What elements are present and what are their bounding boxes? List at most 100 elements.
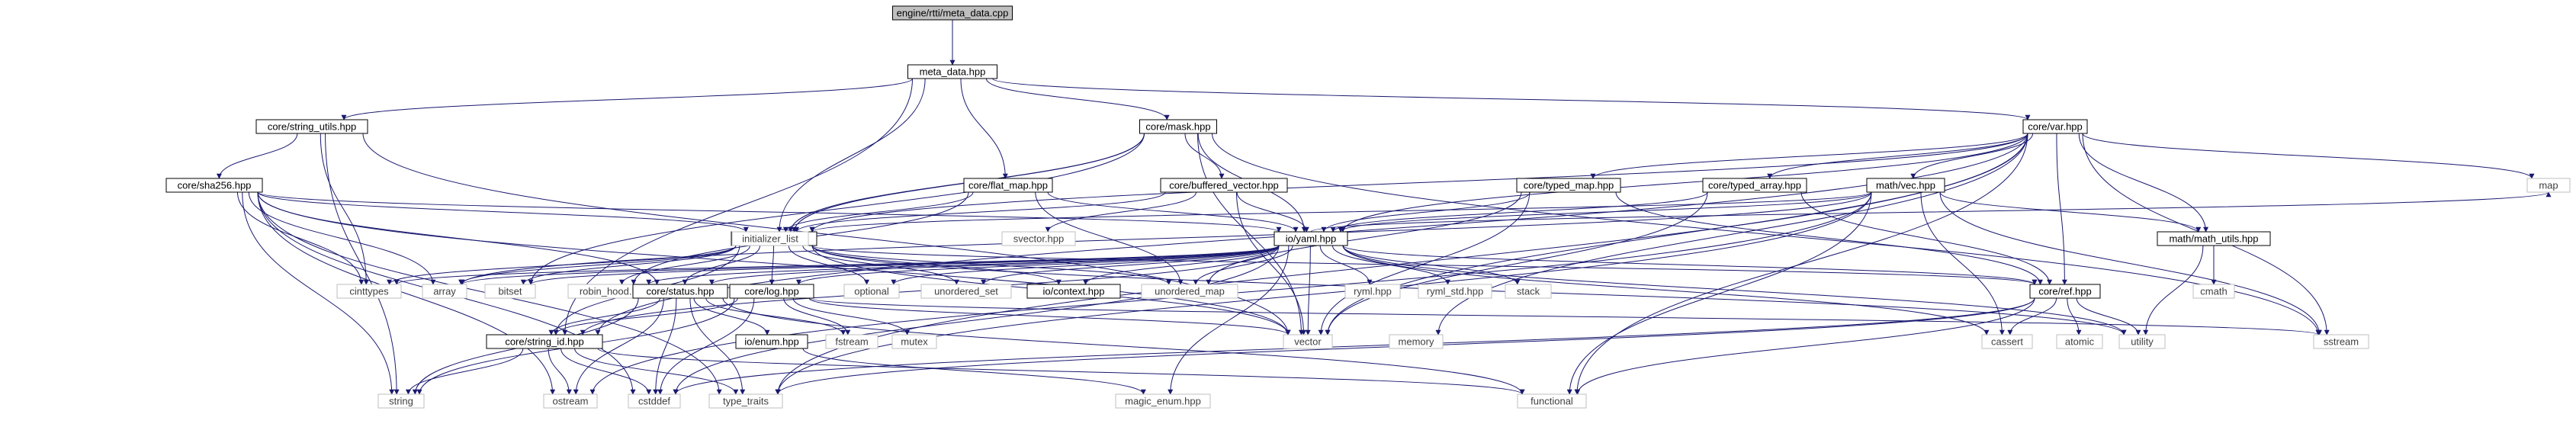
edge-flat_map-to-unordered_map bbox=[1035, 191, 1184, 285]
node-root[interactable]: engine/rtti/meta_data.cpp bbox=[892, 5, 1013, 21]
edge-mask-to-vector bbox=[1197, 133, 1304, 336]
edge-yaml-to-vector bbox=[1305, 245, 1311, 336]
node-box bbox=[628, 393, 681, 409]
edge-yaml-to-ryml_std bbox=[1331, 245, 1451, 285]
edge-arrow bbox=[981, 245, 1280, 285]
edge-arrow bbox=[597, 348, 1525, 395]
edge-arrow bbox=[1321, 191, 1531, 233]
edge-buffered_vector-to-archive bbox=[794, 191, 1166, 233]
edge-arrow bbox=[657, 297, 755, 395]
edge-string_id-to-functional bbox=[597, 348, 1525, 395]
node-enum[interactable]: io/enum.hpp bbox=[735, 334, 808, 349]
node-box bbox=[484, 284, 536, 299]
edge-arrow bbox=[548, 348, 572, 395]
edge-status-to-ostream bbox=[573, 297, 664, 395]
node-typed-array[interactable]: core/typed_array.hpp bbox=[1702, 178, 1807, 193]
edge-math_utils-to-utility bbox=[2143, 245, 2204, 336]
edge-buffered_vector-to-vector bbox=[1236, 191, 1306, 336]
node-box bbox=[892, 5, 1013, 21]
edge-arrow bbox=[1939, 191, 2202, 233]
node-context[interactable]: io/context.hpp bbox=[1026, 284, 1121, 299]
edge-arrow bbox=[1575, 297, 2035, 395]
edge-arrow bbox=[1435, 133, 2028, 336]
edge-var-to-typed_map bbox=[1590, 133, 2028, 179]
edge-var-to-archive bbox=[809, 133, 2028, 233]
node-ref[interactable]: core/ref.hpp bbox=[2029, 284, 2101, 299]
node-sha256[interactable]: core/sha256.hpp bbox=[165, 178, 263, 193]
node-math-utils[interactable]: math/math_utils.hpp bbox=[2157, 231, 2271, 246]
edge-arrow bbox=[257, 191, 556, 395]
node-log[interactable]: core/log.hpp bbox=[729, 284, 814, 299]
node-var[interactable]: core/var.hpp bbox=[2022, 119, 2088, 134]
node-box bbox=[1283, 334, 1333, 349]
edge-arrow bbox=[782, 191, 974, 233]
edge-mask-to-sstream bbox=[1212, 133, 2321, 336]
edge-arrow bbox=[236, 191, 365, 285]
node-label: optional bbox=[854, 286, 889, 297]
edge-arrow bbox=[574, 348, 739, 395]
node-status[interactable]: core/status.hpp bbox=[632, 284, 728, 299]
edge-arrow bbox=[619, 245, 750, 285]
edge-arrow bbox=[553, 297, 738, 336]
edge-arrow bbox=[1305, 245, 1311, 336]
edge-arrow bbox=[405, 348, 524, 395]
edge-arrow bbox=[1920, 191, 2005, 336]
edge-arrow bbox=[1083, 245, 1280, 285]
node-vec[interactable]: math/vec.hpp bbox=[1866, 178, 1945, 193]
node-label: core/mask.hpp bbox=[1145, 121, 1210, 133]
edge-yaml-to-status bbox=[709, 245, 1280, 285]
node-box bbox=[2157, 231, 2271, 246]
node-box bbox=[920, 284, 1012, 299]
node-label: core/buffered_vector.hpp bbox=[1169, 180, 1279, 191]
node-ryml: ryml.hpp bbox=[1344, 284, 1401, 299]
edge-arrow bbox=[1340, 133, 2028, 233]
edge-arrow bbox=[1342, 245, 2127, 336]
node-initializer-list: initializer_list bbox=[731, 231, 809, 246]
edge-archive-to-cinttypes bbox=[387, 245, 737, 285]
edge-status-to-type_traits bbox=[689, 297, 746, 395]
edge-arrow bbox=[1236, 191, 1309, 233]
edge-arrow bbox=[776, 78, 926, 233]
edge-yaml-to-context bbox=[1083, 245, 1280, 285]
edge-arrow bbox=[682, 245, 761, 285]
edge-meta_data-to-flat_map bbox=[960, 78, 1008, 179]
edge-arrow bbox=[960, 78, 1008, 179]
edge-string_utils-to-string bbox=[325, 133, 400, 395]
node-box bbox=[1517, 393, 1587, 409]
node-label: stack bbox=[1517, 286, 1540, 297]
node-typed-map[interactable]: core/typed_map.hpp bbox=[1516, 178, 1621, 193]
edge-sha256-to-cinttypes bbox=[236, 191, 365, 285]
node-buffered-vector[interactable]: core/buffered_vector.hpp bbox=[1160, 178, 1288, 193]
edge-status-to-fstream bbox=[705, 297, 846, 336]
node-sstream: sstream bbox=[2313, 334, 2369, 349]
node-label: atomic bbox=[2065, 336, 2095, 348]
edge-arrow bbox=[1566, 191, 1872, 395]
node-string-id[interactable]: core/string_id.hpp bbox=[486, 334, 603, 349]
edge-arrow bbox=[459, 191, 1872, 285]
edge-vec-to-math_utils bbox=[1939, 191, 2202, 233]
edge-archive-to-log bbox=[769, 245, 775, 285]
edge-arrow bbox=[1045, 191, 1197, 233]
edge-arrow bbox=[1236, 191, 1306, 336]
node-string-utils[interactable]: core/string_utils.hpp bbox=[255, 119, 368, 134]
node-utility: utility bbox=[2118, 334, 2166, 349]
node-yaml[interactable]: io/yaml.hpp bbox=[1274, 231, 1348, 246]
node-label: fstream bbox=[835, 336, 868, 348]
node-box bbox=[422, 284, 467, 299]
node-label: core/sha256.hpp bbox=[178, 180, 252, 191]
edge-arrow bbox=[393, 245, 1280, 285]
node-meta-data[interactable]: meta_data.hpp bbox=[907, 64, 997, 79]
node-bitset: bitset bbox=[484, 284, 536, 299]
edge-arrow bbox=[242, 191, 395, 395]
edge-typed_array-to-ref bbox=[1800, 191, 2053, 285]
node-label: type_traits bbox=[723, 396, 769, 407]
edge-arrow bbox=[1910, 133, 2034, 179]
node-label: meta_data.hpp bbox=[920, 66, 986, 78]
node-box bbox=[2118, 334, 2166, 349]
node-label: memory bbox=[1399, 336, 1434, 348]
node-mask[interactable]: core/mask.hpp bbox=[1139, 119, 1217, 134]
node-label: core/typed_map.hpp bbox=[1524, 180, 1614, 191]
edge-arrow bbox=[891, 245, 1280, 285]
node-flat-map[interactable]: core/flat_map.hpp bbox=[963, 178, 1053, 193]
